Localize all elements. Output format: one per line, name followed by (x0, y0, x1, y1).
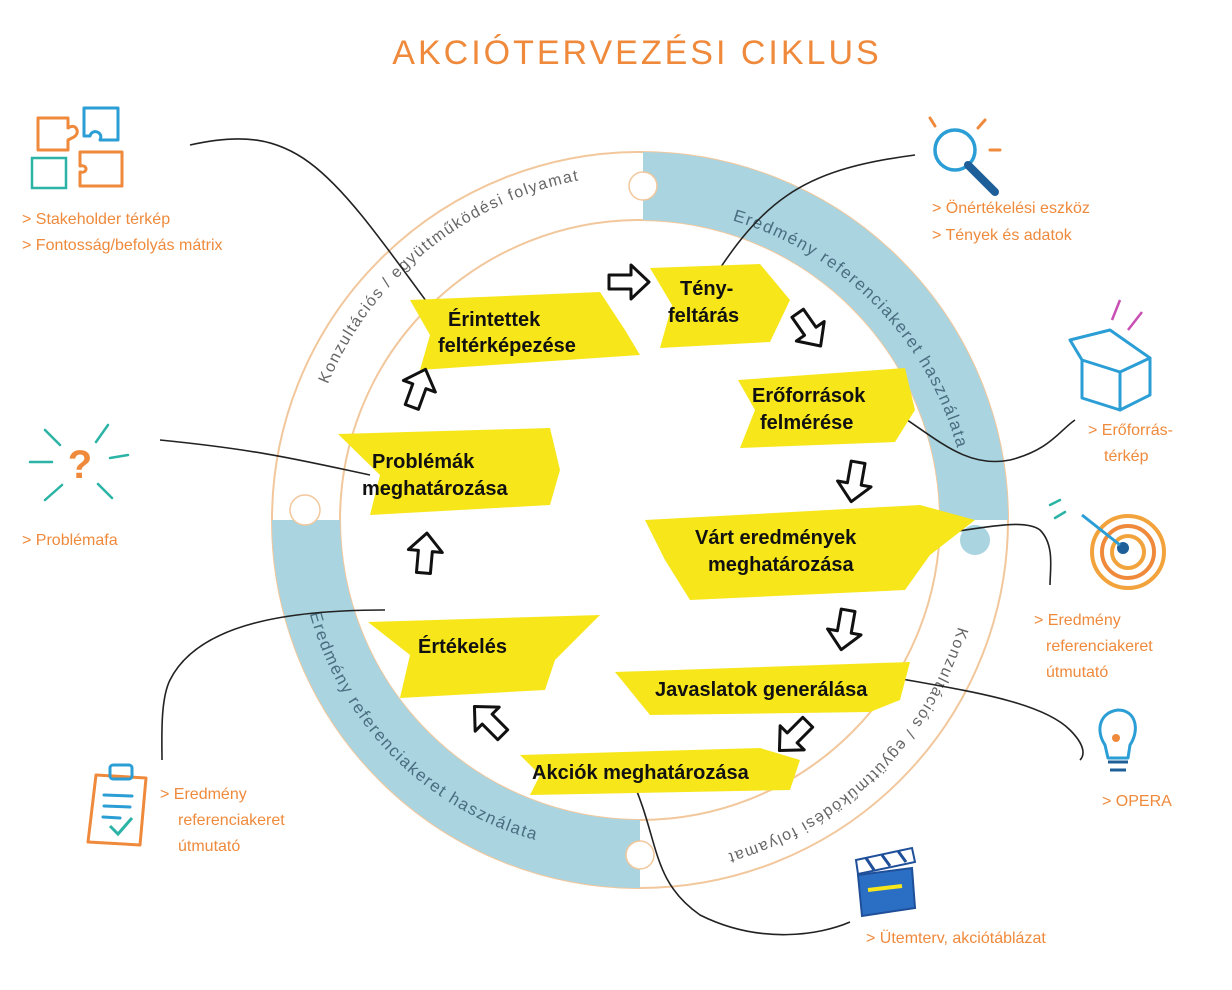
ring-knob-top (628, 171, 658, 201)
highlight-ertekeles (368, 615, 600, 698)
connector-problemafa (159, 439, 371, 476)
lightbulb-icon (1098, 708, 1137, 772)
tool-problemafa: > Problémafa (22, 532, 118, 549)
connector-stakeholder (189, 138, 441, 321)
highlight-javaslatok (615, 662, 910, 715)
step-akciok: Akciók meghatározása (532, 762, 750, 784)
arrow-to-vart (832, 457, 877, 507)
step-eroforrasok-line2: felmérése (760, 412, 853, 434)
arrow-to-problemak (404, 530, 446, 576)
box-icon (1068, 299, 1152, 412)
step-erintettek-line2: feltérképezése (438, 335, 576, 357)
connector-onertekeles (699, 154, 916, 301)
arrow-to-teny (607, 263, 651, 301)
connector-opera (879, 674, 1084, 761)
tool-stakeholder-line1: > Stakeholder térkép (22, 211, 170, 228)
arrow-to-ertekeles (460, 692, 517, 749)
tool-eredmeny-left-line3: útmutató (178, 838, 240, 855)
step-vart-line1: Várt eredmények (695, 527, 857, 549)
ring-label-consult-bottom: Konzultációs / együttműködési folyamat (726, 625, 969, 866)
step-highlights (338, 264, 975, 795)
step-problemak-line1: Problémák (372, 451, 475, 473)
tool-eredmeny-left-line2: referenciakeret (178, 812, 285, 829)
tool-stakeholder-line2: > Fontosság/befolyás mátrix (22, 237, 223, 254)
tool-eroforras-line1: > Erőforrás- (1088, 422, 1173, 439)
arrow-to-erintettek (394, 362, 443, 415)
tool-eroforras-line2: térkép (1104, 448, 1149, 465)
ring-result-band-bottom (272, 520, 640, 888)
magnifier-icon (928, 116, 1002, 196)
ring-knob-bottom (625, 840, 655, 870)
target-icon (1048, 498, 1166, 590)
tool-eredmeny-right-line2: referenciakeret (1046, 638, 1153, 655)
step-ertekeles: Értékelés (418, 635, 507, 658)
step-eroforrasok-line1: Erőforrások (752, 385, 866, 407)
ring-result-band-top (643, 152, 1008, 520)
step-labels: Érintettek feltérképezése Tény- feltárás… (362, 278, 868, 784)
step-vart-line2: meghatározása (708, 554, 854, 576)
arrow-to-javaslatok (822, 605, 867, 655)
step-teny-line2: feltárás (668, 305, 739, 327)
svg-text:?: ? (68, 443, 92, 487)
ring-knob-left (289, 494, 321, 526)
tool-eredmeny-right-line3: útmutató (1046, 664, 1108, 681)
puzzle-icon (30, 106, 124, 190)
highlight-erintettek (410, 292, 640, 370)
tool-opera: > OPERA (1102, 793, 1172, 810)
tool-onertekeles-line1: > Önértékelési eszköz (932, 199, 1090, 217)
connector-utemterv (629, 774, 851, 936)
ring-knob-right (960, 525, 990, 555)
highlight-vart (645, 505, 975, 600)
highlight-teny (650, 264, 790, 348)
tool-labels: > Stakeholder térkép > Fontosság/befolyá… (22, 199, 1173, 947)
clipboard-icon (86, 763, 148, 847)
tool-eredmeny-right-line1: > Eredmény (1034, 612, 1121, 629)
clapperboard-icon (854, 846, 917, 918)
tool-utemterv: > Ütemterv, akciótáblázat (866, 929, 1046, 947)
highlight-eroforrasok (738, 368, 915, 448)
step-problemak-line2: meghatározása (362, 478, 508, 500)
step-teny-line1: Tény- (680, 278, 733, 300)
diagram-title: AKCIÓTERVEZÉSI CIKLUS (392, 34, 881, 72)
connector-eredmeny-left (161, 609, 386, 761)
connector-eroforras (874, 399, 1076, 463)
highlight-akciok (520, 748, 800, 795)
step-erintettek-line1: Érintettek (448, 308, 541, 331)
tool-eredmeny-left-line1: > Eredmény (160, 786, 247, 803)
tool-onertekeles-line2: > Tények és adatok (932, 227, 1073, 244)
step-javaslatok: Javaslatok generálása (655, 679, 868, 701)
arrow-to-eroforrasok (782, 302, 837, 358)
question-icon: ? (28, 423, 130, 502)
svg-text:Konzultációs / együttműködési: Konzultációs / együttműködési folyamat (726, 625, 971, 866)
highlight-problemak (338, 428, 560, 515)
